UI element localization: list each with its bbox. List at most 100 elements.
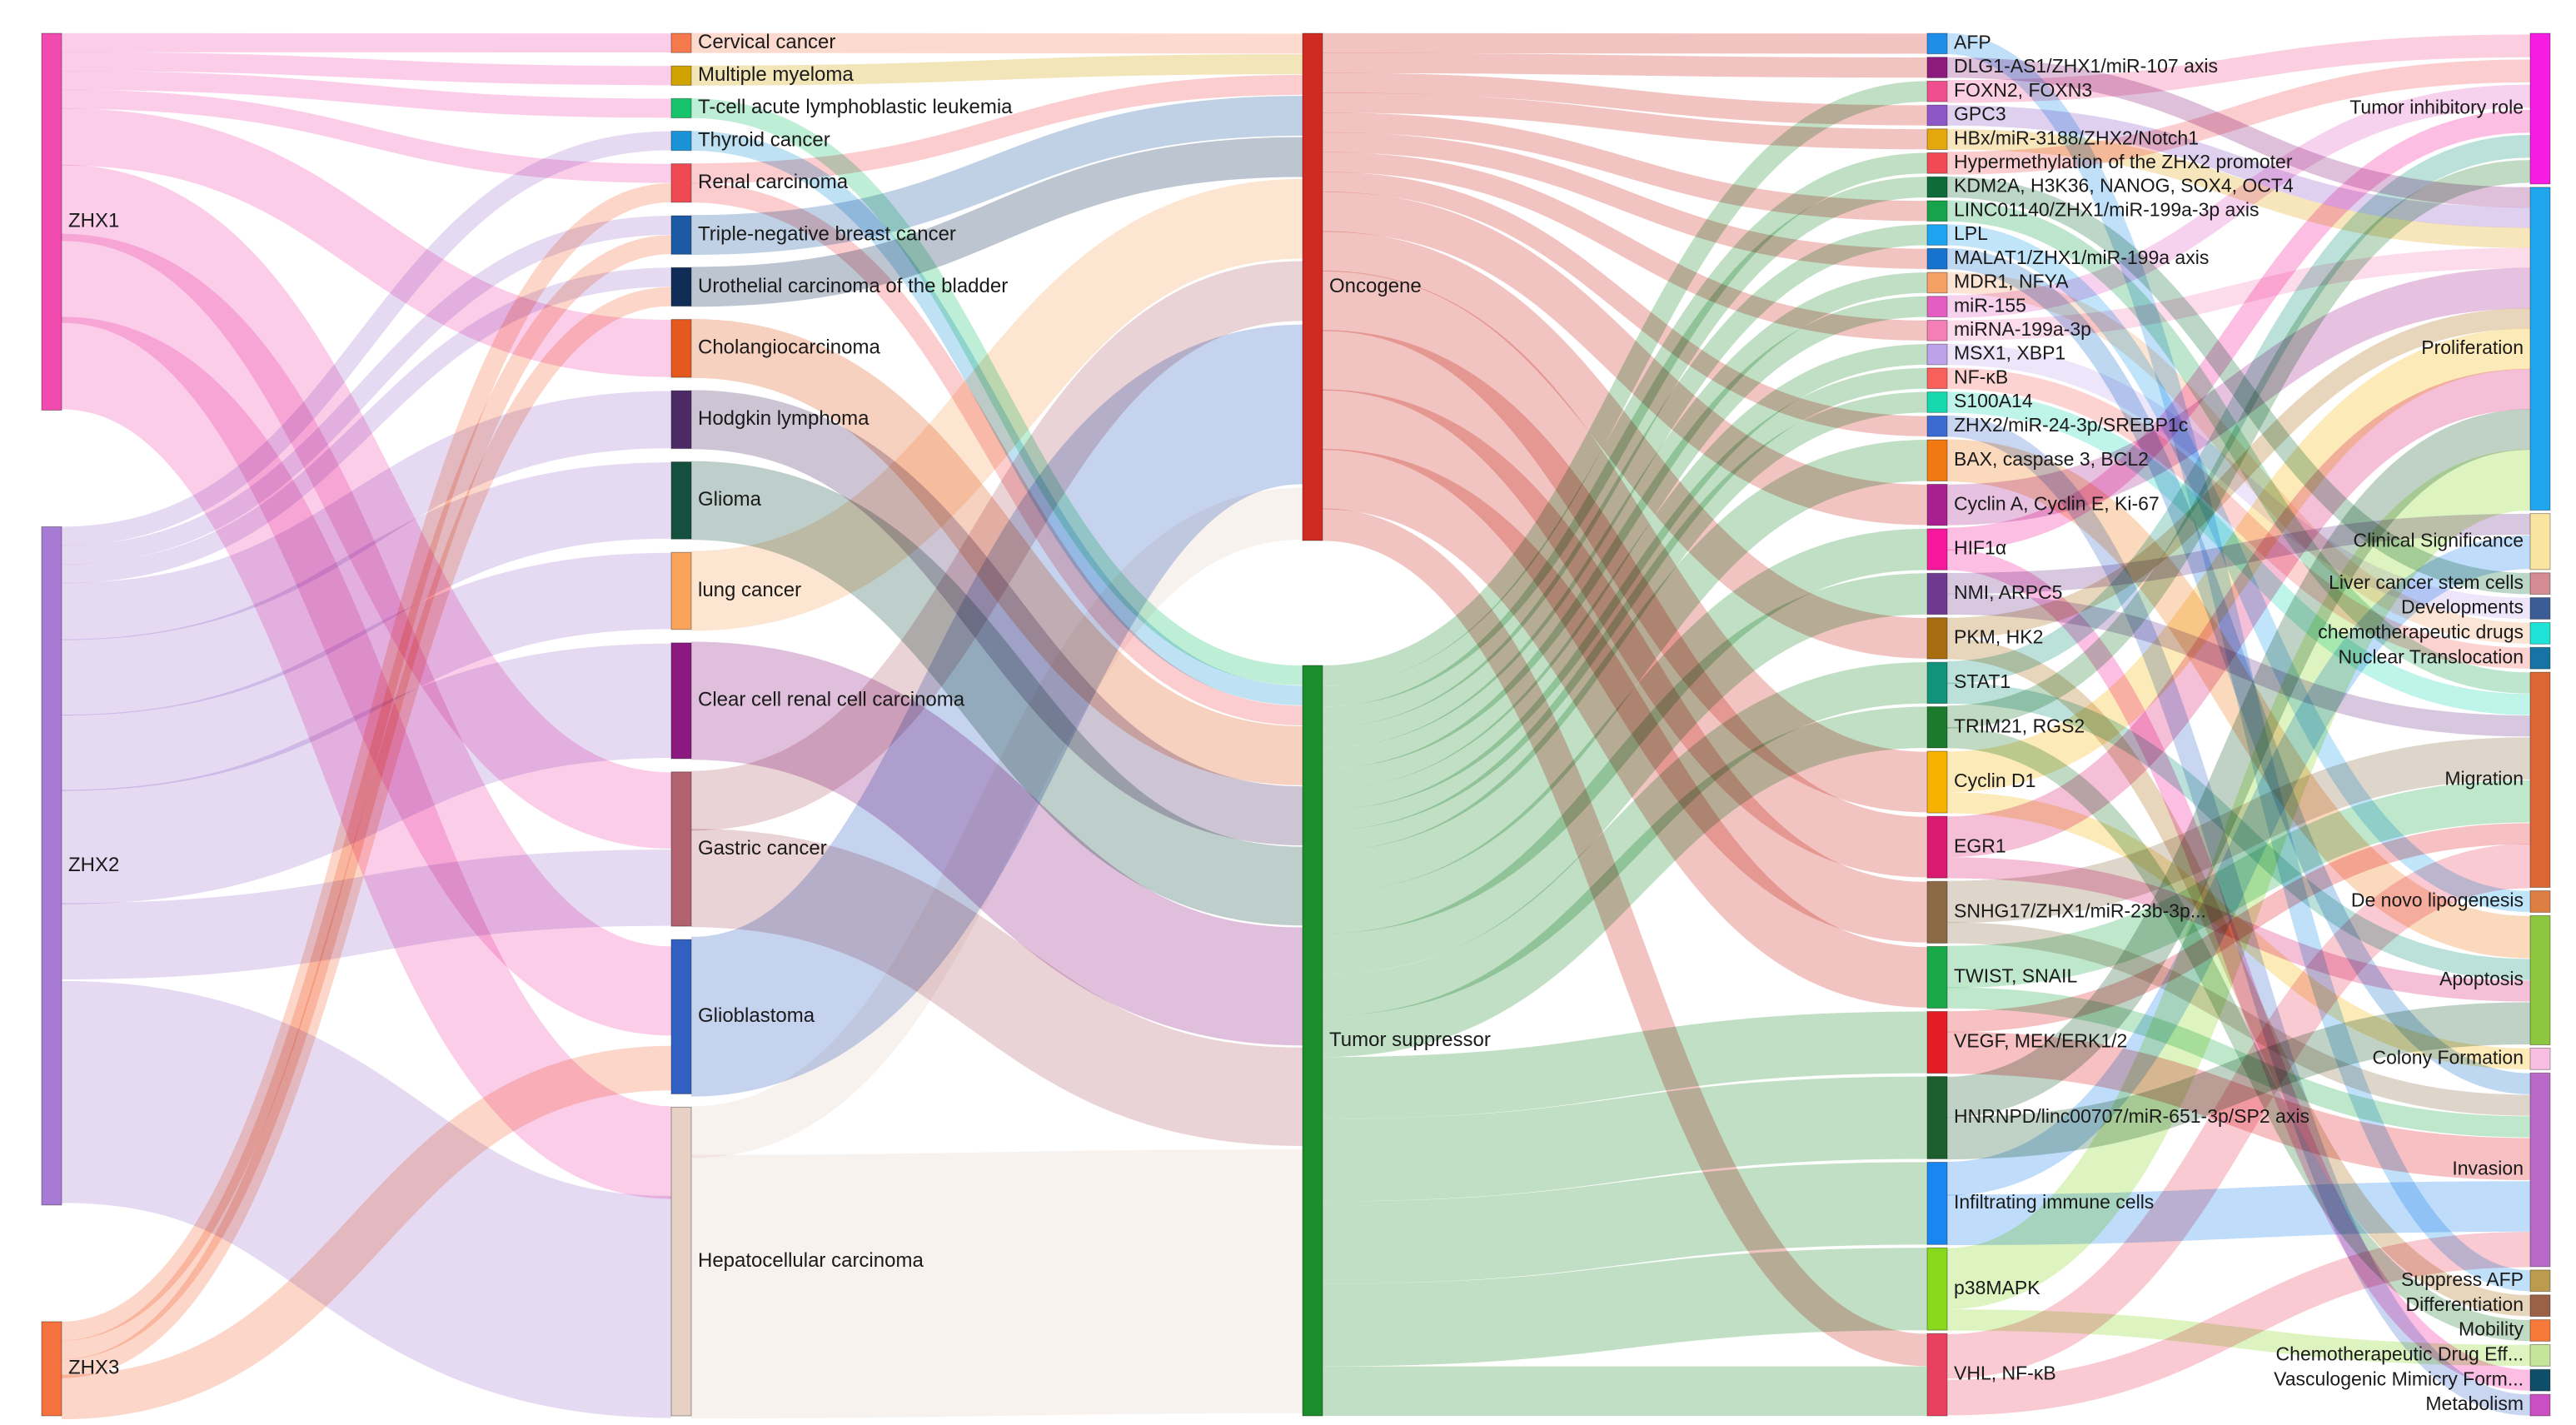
flow-link-mir199-to-prolif (1946, 247, 2531, 341)
node-bar-kdm2a (1926, 176, 1948, 198)
node-pkm: PKM, HK2 (1926, 617, 2043, 660)
node-cyclinae: Cyclin A, Cyclin E, Ki-67 (1926, 484, 2160, 526)
node-bar-renal (670, 163, 692, 203)
node-label-thyroid: Thyroid cancer (698, 128, 830, 151)
flow-link-hcc-to-tsg (690, 1149, 1303, 1419)
node-label-zhx2mir24: ZHX2/miR-24-3p/SREBP1c (1954, 414, 2188, 436)
node-bar-hcc (670, 1106, 692, 1417)
node-gbm: Glioblastoma (670, 939, 815, 1094)
flow-link-tsg-to-s100a14 (1322, 391, 1928, 851)
node-label-gastric: Gastric cancer (698, 837, 827, 859)
node-bar-vhl (1926, 1333, 1948, 1417)
node-bar-vaso (2529, 1368, 2551, 1392)
node-label-afp: AFP (1954, 31, 1991, 52)
flow-link-cervical-to-onco (690, 32, 1303, 54)
node-label-hbx: HBx/miR-3188/ZHX2/Notch1 (1954, 127, 2199, 148)
node-lung: lung cancer (670, 551, 801, 630)
node-metab: Metabolism (2425, 1393, 2551, 1417)
node-nfkb: NF-κB (1926, 366, 2008, 390)
node-msx1: MSX1, XBP1 (1926, 342, 2065, 366)
node-label-linc01140: LINC01140/ZHX1/miR-199a-3p axis (1954, 198, 2259, 220)
flow-link-tnbc-to-onco (690, 96, 1303, 256)
node-label-zhx3: ZHX3 (68, 1357, 119, 1379)
node-hif1a: HIF1α (1926, 528, 2006, 570)
node-label-tall: T-cell acute lymphoblastic leukemia (698, 96, 1013, 118)
node-bar-ccrcc (670, 642, 692, 760)
node-label-cervical: Cervical cancer (698, 31, 835, 53)
flow-link-trim21-to-mob (1946, 726, 2531, 1342)
node-label-nmi: NMI, ARPC5 (1954, 581, 2062, 603)
node-chemo: chemotherapeutic drugs (2318, 620, 2551, 645)
node-label-colony: Colony Formation (2372, 1046, 2524, 1068)
node-label-foxn2: FOXN2, FOXN3 (1954, 79, 2092, 101)
node-label-urothelial: Urothelial carcinoma of the bladder (698, 275, 1008, 297)
node-bar-malat1 (1926, 247, 1948, 270)
node-bar-cyclind1 (1926, 750, 1948, 814)
flow-link-tsg-to-nmi (1322, 573, 1928, 975)
flow-link-gbm-to-onco (687, 324, 1307, 1097)
node-label-onco: Oncogene (1329, 275, 1422, 297)
node-hcc: Hepatocellular carcinoma (670, 1106, 924, 1417)
node-suppafp: Suppress AFP (2401, 1268, 2551, 1293)
node-label-stat1: STAT1 (1954, 670, 2010, 692)
node-bar-hypermeth (1926, 152, 1948, 174)
node-label-hif1a: HIF1α (1954, 537, 2006, 559)
node-label-chemoeff: Chemotherapeutic Drug Eff... (2276, 1343, 2524, 1364)
node-bar-lcsc (2529, 572, 2551, 595)
node-dev: Developments (2401, 596, 2551, 620)
node-thyroid: Thyroid cancer (670, 128, 830, 151)
node-tir: Tumor inhibitory role (2349, 32, 2551, 185)
node-label-lpl: LPL (1954, 222, 1988, 244)
node-bar-nfkb (1926, 367, 1948, 390)
node-bar-trim21 (1926, 706, 1948, 749)
node-bar-lung (670, 551, 692, 630)
node-zhx1: ZHX1 (41, 32, 119, 411)
node-bar-cyclinae (1926, 484, 1948, 526)
node-bar-zhx1 (41, 32, 62, 411)
node-bar-foxn2 (1926, 80, 1948, 102)
node-bar-p38 (1926, 1247, 1948, 1331)
node-mdr1: MDR1, NFYA (1926, 271, 2069, 294)
node-p38: p38MAPK (1926, 1247, 2040, 1331)
node-label-malat1: MALAT1/ZHX1/miR-199a axis (1954, 247, 2209, 268)
flow-link-tsg-to-trim21 (1322, 706, 1928, 1058)
node-migr: Migration (2444, 671, 2551, 888)
node-label-cyclinae: Cyclin A, Cyclin E, Ki-67 (1954, 492, 2160, 514)
node-label-msx1: MSX1, XBP1 (1954, 342, 2065, 364)
node-nucl: Nuclear Translocation (2339, 645, 2551, 670)
node-gpc3: GPC3 (1926, 103, 2006, 127)
node-kdm2a: KDM2A, H3K36, NANOG, SOX4, OCT4 (1926, 175, 2294, 198)
node-bar-hnrnpd (1926, 1076, 1948, 1159)
node-label-hodgkin: Hodgkin lymphoma (698, 407, 869, 430)
flow-link-zhx2-to-gastric (61, 850, 672, 979)
node-tsg: Tumor suppressor (1302, 665, 1491, 1417)
node-label-kdm2a: KDM2A, H3K36, NANOG, SOX4, OCT4 (1954, 175, 2294, 197)
node-tall: T-cell acute lymphoblastic leukemia (670, 96, 1013, 118)
flow-link-zhx2-to-lung (61, 552, 672, 791)
node-linc01140: LINC01140/ZHX1/miR-199a-3p axis (1926, 198, 2259, 222)
node-ccrcc: Clear cell renal cell carcinoma (670, 642, 965, 760)
node-label-lung: lung cancer (698, 579, 801, 601)
node-bar-vegf (1926, 1011, 1948, 1074)
node-hodgkin: Hodgkin lymphoma (670, 390, 869, 450)
flow-link-pkm-to-prolif (1946, 308, 2531, 639)
node-label-migr: Migration (2444, 767, 2524, 789)
node-chemoeff: Chemotherapeutic Drug Eff... (2276, 1343, 2551, 1367)
flow-link-p38-to-prolif (1946, 449, 2532, 1310)
node-colony: Colony Formation (2372, 1046, 2551, 1070)
flow-link-urothelial-to-onco (690, 137, 1303, 307)
flow-link-cyclind1-to-prolif (1946, 328, 2531, 793)
node-label-mir199: miRNA-199a-3p (1954, 318, 2091, 340)
node-bar-cervical (670, 32, 692, 53)
flow-link-foxn2-to-tir (1946, 34, 2531, 103)
node-bar-inv (2529, 1072, 2551, 1268)
node-label-vhl: VHL, NF-κB (1954, 1363, 2056, 1384)
node-label-inv: Invasion (2452, 1158, 2524, 1179)
node-label-renal: Renal carcinoma (698, 171, 849, 193)
node-label-ccrcc: Clear cell renal cell carcinoma (698, 689, 965, 711)
node-bar-s100a14 (1926, 391, 1948, 413)
node-bar-tsg (1302, 665, 1323, 1417)
flow-link-tsg-to-nfkb (1322, 367, 1928, 830)
node-mob: Mobility (2459, 1318, 2551, 1342)
node-bar-stat1 (1926, 661, 1948, 705)
